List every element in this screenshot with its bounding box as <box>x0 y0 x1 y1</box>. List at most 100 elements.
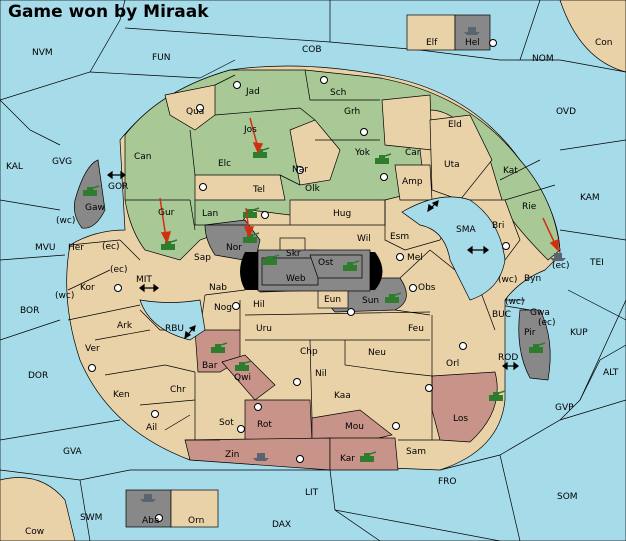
army-unit <box>211 342 228 353</box>
label-amp: Amp <box>402 177 423 187</box>
label-chp: Chp <box>300 347 318 357</box>
label-web: Web <box>286 274 306 284</box>
army-unit <box>263 254 280 265</box>
province-tel[interactable] <box>194 174 286 201</box>
label-gvg: GVG <box>52 157 72 167</box>
label-ken: Ken <box>113 390 130 400</box>
label-nor: Nor <box>226 243 242 253</box>
coast-label-wc: (wc) <box>56 216 75 226</box>
coast-label-ec: (ec) <box>552 261 570 271</box>
label-elc: Elc <box>218 159 231 169</box>
label-rod: ROD <box>498 353 518 363</box>
label-sun: Sun <box>362 296 379 306</box>
coast-label-wc: (wc) <box>55 291 74 301</box>
province-mou[interactable] <box>311 409 393 441</box>
label-gva: GVA <box>63 447 83 457</box>
label-eun: Eun <box>324 295 341 305</box>
supply-centers <box>88 39 510 522</box>
province-ost-inner[interactable] <box>309 254 363 279</box>
label-jos: Jos <box>243 125 257 135</box>
label-mit: MIT <box>136 275 152 285</box>
label-esm: Esm <box>390 232 409 242</box>
label-nvm: NVM <box>32 48 53 58</box>
label-hug: Hug <box>333 209 351 219</box>
label-fro: FRO <box>438 477 457 487</box>
label-alt: ALT <box>603 368 619 378</box>
game-status-title: Game won by Miraak <box>8 2 209 22</box>
coast-label-ec: (ec) <box>538 318 556 328</box>
label-lan: Lan <box>202 209 218 219</box>
label-fun: FUN <box>152 53 171 63</box>
province-cow[interactable] <box>0 477 76 541</box>
label-uta: Uta <box>444 160 460 170</box>
army-unit <box>235 360 252 371</box>
label-sch: Sch <box>330 88 346 98</box>
label-ver: Ver <box>85 344 100 354</box>
label-bar: Bar <box>202 361 218 371</box>
label-byn: Byn <box>524 274 541 284</box>
label-skr: Skr <box>286 249 301 259</box>
label-chr: Chr <box>170 385 186 395</box>
label-pir: Pir <box>524 328 536 338</box>
units <box>83 27 566 502</box>
label-her: Her <box>68 243 84 253</box>
label-kar: Kar <box>340 454 355 464</box>
label-sma: SMA <box>456 225 476 235</box>
province-los[interactable] <box>431 371 498 443</box>
label-nom: NOM <box>532 54 554 64</box>
label-con: Con <box>595 38 613 48</box>
coast-label-wc: (wc) <box>505 297 524 307</box>
province-car[interactable] <box>381 94 433 151</box>
label-gvp: GVP <box>555 403 574 413</box>
label-kal: KAL <box>6 162 23 172</box>
label-kam: KAM <box>580 193 600 203</box>
sea-rbu-channel <box>139 299 206 341</box>
label-olk: Olk <box>305 184 321 194</box>
fleet-unit <box>550 253 566 261</box>
label-qua: Qua <box>186 107 204 117</box>
label-jad: Jad <box>245 87 260 97</box>
label-som: SOM <box>557 492 578 502</box>
label-cow: Cow <box>25 527 44 537</box>
label-yok: Yok <box>354 148 371 158</box>
label-sot: Sot <box>219 418 234 428</box>
army-unit <box>529 342 546 353</box>
province-uta[interactable] <box>429 114 493 201</box>
label-qwi: Qwi <box>234 373 251 383</box>
army-unit <box>489 390 506 401</box>
label-gor: GOR <box>108 182 128 192</box>
label-elf: Elf <box>426 38 438 48</box>
label-rot: Rot <box>257 420 272 430</box>
army-unit <box>360 451 377 462</box>
label-orl: Orl <box>446 359 459 369</box>
label-orn: Orn <box>188 516 204 526</box>
army-unit <box>385 292 402 303</box>
label-los: Los <box>453 414 468 424</box>
fleet-unit <box>253 453 269 461</box>
province-labels: NVM FUN COB NOM Con Elf Hel OVD KAL GVG … <box>6 38 619 537</box>
label-cob: COB <box>302 45 322 55</box>
label-can: Can <box>134 152 152 162</box>
label-nab: Nab <box>209 283 227 293</box>
order-arrows <box>159 117 559 252</box>
label-kup: KUP <box>570 328 588 338</box>
label-mvu: MVU <box>35 243 56 253</box>
coast-label-ec: (ec) <box>102 242 120 252</box>
label-nil: Nil <box>315 369 327 379</box>
label-gwa: Gwa <box>530 308 550 318</box>
label-uru: Uru <box>256 324 272 334</box>
label-ost: Ost <box>318 258 334 268</box>
label-kaa: Kaa <box>334 391 351 401</box>
province-qua[interactable] <box>164 84 216 131</box>
fleet-unit <box>140 494 156 502</box>
label-swm: SWM <box>80 513 102 523</box>
province-orn[interactable] <box>170 489 219 528</box>
label-ark: Ark <box>117 321 133 331</box>
fleet-unit <box>464 27 480 35</box>
sea-sma-channel <box>401 196 506 301</box>
army-unit <box>343 260 360 271</box>
label-car: Car <box>405 148 421 158</box>
label-rbu: RBU <box>165 324 184 334</box>
